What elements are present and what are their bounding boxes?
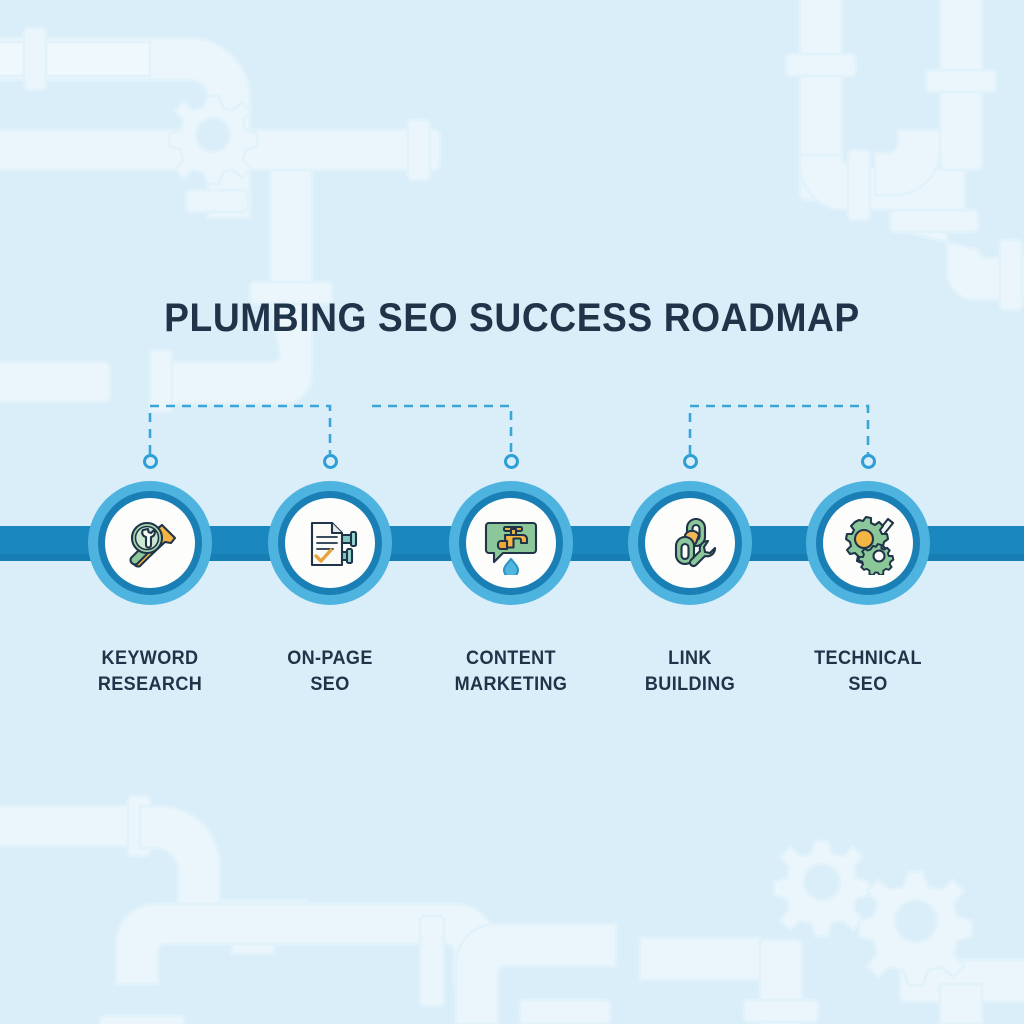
connector-dot-4 [682,454,698,469]
connector-dot-3 [503,454,519,469]
milestone-label-5-line1: TECHNICAL [814,648,922,669]
milestone-label-4-line1: LINK [668,648,712,669]
milestone-label-1-line1: KEYWORD [101,648,199,669]
milestone-label-5-line2: SEO [848,674,888,695]
milestone-label-3-line2: MARKETING [454,674,568,695]
milestone-icon-face [645,498,735,588]
milestone-label-2-line2: SEO [310,674,350,695]
connector-dot-1 [142,454,158,469]
milestone-icon-face [105,498,195,588]
milestone-label-2: ON-PAGE SEO [230,646,430,698]
milestone-label-5: TECHNICAL SEO [768,646,968,698]
milestone-icon-face [466,498,556,588]
milestone-keyword-research[interactable] [88,481,212,605]
milestone-label-1-line2: RESEARCH [97,674,203,695]
connector-dot-2 [322,454,338,469]
document-checklist-pipe-icon [310,521,358,567]
milestone-link-building[interactable] [628,481,752,605]
connector-dot-5 [860,454,876,469]
milestone-label-4: LINK BUILDING [590,646,790,698]
gears-screwdriver-icon [844,515,895,575]
milestone-label-4-line2: BUILDING [644,674,736,695]
milestone-on-page-seo[interactable] [268,481,392,605]
milestone-label-3-line1: CONTENT [466,648,556,669]
milestone-technical-seo[interactable] [806,481,930,605]
milestone-label-1: KEYWORD RESEARCH [50,646,250,698]
page-title: PLUMBING SEO SUCCESS ROADMAP [164,296,860,340]
milestone-label-2-line1: ON-PAGE [287,648,373,669]
speech-bubble-faucet-icon [484,521,538,575]
magnifier-wrench-icon [129,521,177,568]
milestone-label-3: CONTENT MARKETING [411,646,611,698]
chain-link-wrench-icon [674,517,717,568]
milestone-icon-face [285,498,375,588]
milestone-content-marketing[interactable] [449,481,573,605]
milestone-icon-face [823,498,913,588]
